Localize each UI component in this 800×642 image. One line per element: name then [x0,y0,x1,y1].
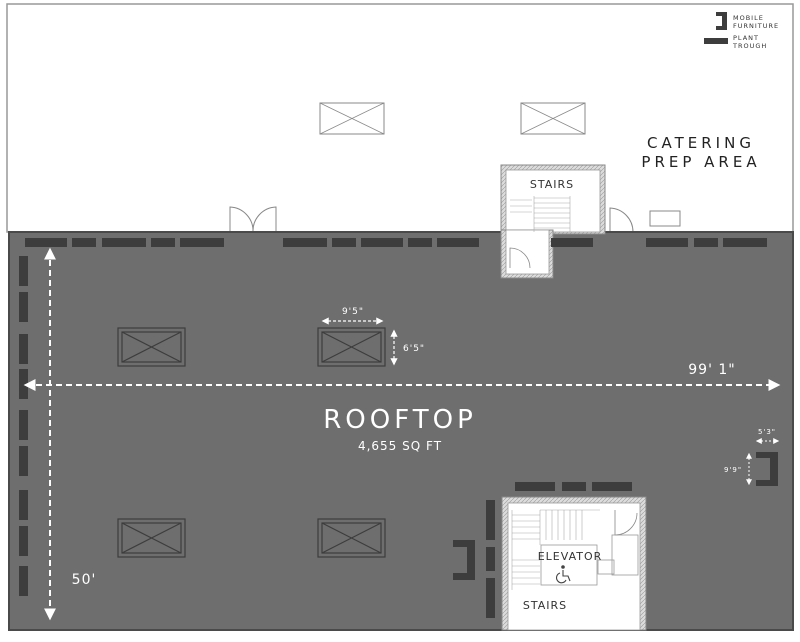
legend-mobile-line2: FURNITURE [733,22,779,30]
furniture-width-label: 5'3" [758,428,776,436]
plant-troughs-left [19,256,28,596]
rooftop-area-label: 4,655 SQ FT [358,439,442,453]
skylight-upper-left [319,102,385,135]
skylight-roof-2 [317,327,386,367]
skylight-width-label: 9'5" [342,307,364,317]
legend [704,12,728,44]
catering-label-line2: PREP AREA [641,153,760,171]
depth-dimension-label: 50' [72,572,97,588]
width-dimension-label: 99' 1" [688,362,735,378]
mobile-furniture-left [453,540,475,580]
skylight-roof-4 [317,518,386,558]
furniture-height-label: 9'9" [724,466,742,474]
elevator-block [501,496,647,631]
mobile-furniture-right [756,452,778,486]
mobile-furniture-legend-icon [716,12,727,30]
stairs-top-label: STAIRS [530,178,574,191]
stairs-bottom-label: STAIRS [523,599,567,612]
skylight-height-label: 6'5" [403,344,425,354]
legend-trough-line2: TROUGH [732,42,767,50]
catering-door [609,207,634,233]
rooftop-title: ROOFTOP [323,405,477,435]
plant-troughs-elevator [486,482,632,618]
stairs-top-block [500,164,606,279]
plant-troughs-top [25,238,767,247]
legend-mobile-line1: MOBILE [733,14,764,22]
catering-counter [649,210,681,227]
skylight-upper-right [520,102,586,135]
legend-trough-line1: PLANT [733,34,759,42]
elevator-label: ELEVATOR [538,550,603,563]
skylight-roof-1 [117,327,186,367]
double-door [229,206,277,233]
catering-room [6,3,794,233]
wheelchair-icon [556,565,571,584]
plant-trough-legend-icon [704,38,728,44]
rooftop-area [8,231,794,631]
skylight-roof-3 [117,518,186,558]
catering-label-line1: CATERING [647,134,755,152]
